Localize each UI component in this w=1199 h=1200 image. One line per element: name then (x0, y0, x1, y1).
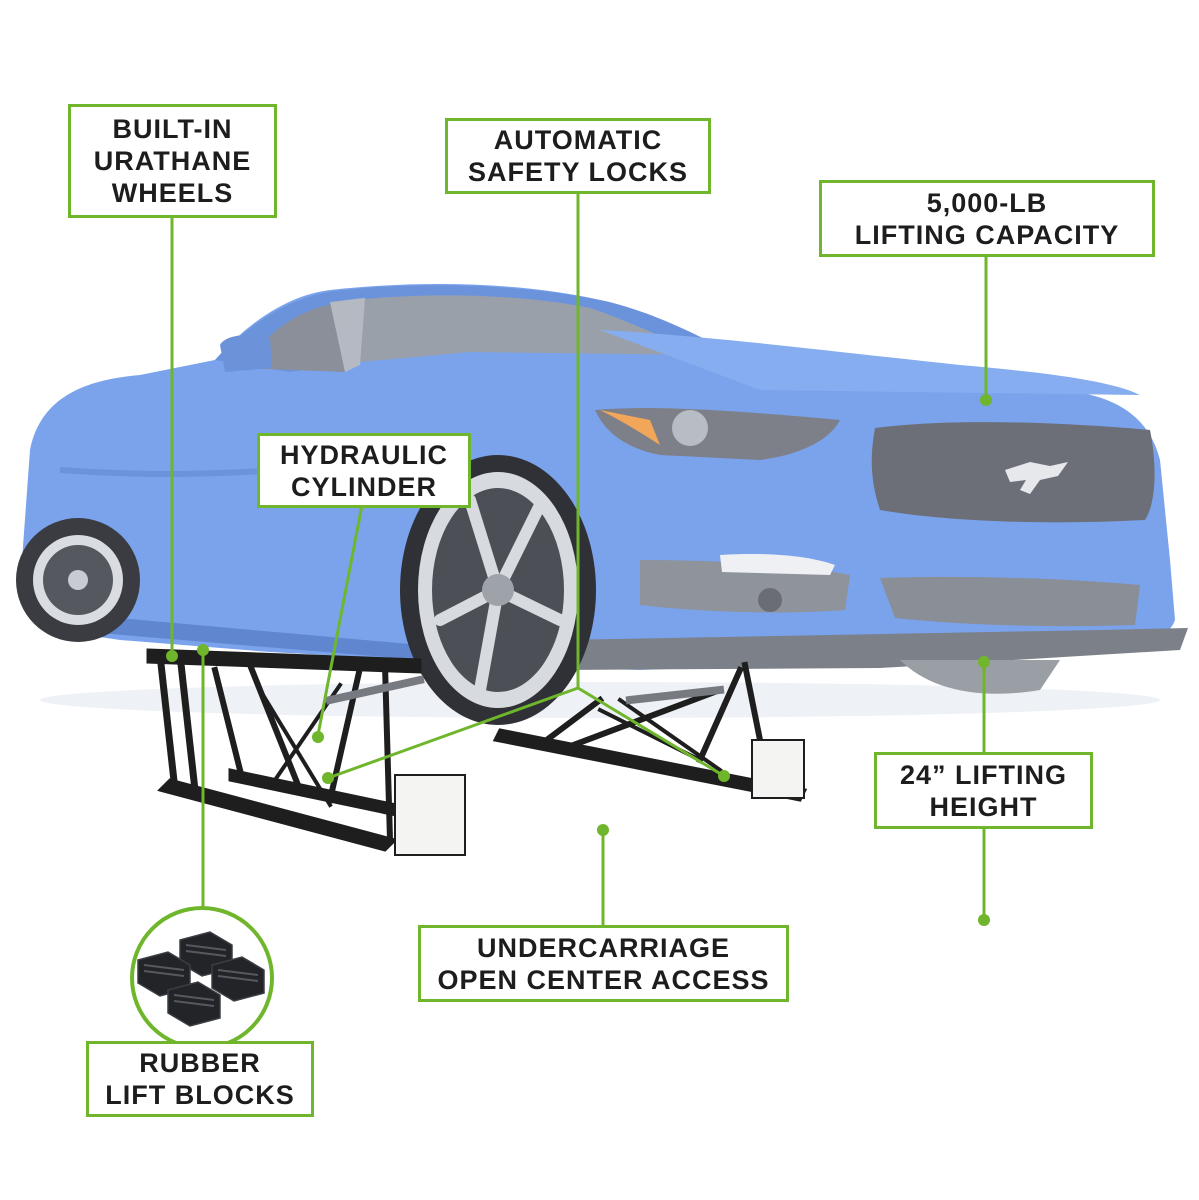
callout-line: CYLINDER (290, 471, 437, 502)
callout-line: 24” LIFTING (899, 759, 1067, 790)
callout-automatic-safety-locks: AUTOMATIC SAFETY LOCKS (445, 118, 711, 194)
callout-line: RUBBER (139, 1048, 261, 1078)
callout-rubber-lift-blocks: RUBBER LIFT BLOCKS (86, 1041, 314, 1117)
callout-line: URATHANE (93, 146, 252, 176)
callout-line: 5,000-LB (926, 187, 1048, 218)
callout-line: OPEN CENTER ACCESS (437, 964, 770, 995)
callout-line: SAFETY LOCKS (467, 157, 689, 187)
front-wheel (400, 455, 596, 725)
callout-hydraulic-cylinder: HYDRAULIC CYLINDER (257, 433, 471, 508)
callout-line: HYDRAULIC (280, 439, 448, 470)
callout-line: LIFT BLOCKS (105, 1080, 295, 1110)
callout-line: UNDERCARRIAGE (476, 932, 730, 963)
callout-line: HEIGHT (929, 791, 1038, 822)
rear-wheel (16, 518, 140, 642)
callout-line: LIFTING CAPACITY (854, 219, 1120, 250)
callout-lifting-capacity: 5,000-LB LIFTING CAPACITY (819, 180, 1155, 257)
callout-line: AUTOMATIC (493, 125, 663, 155)
car-illustration (16, 284, 1188, 725)
callout-undercarriage-access: UNDERCARRIAGE OPEN CENTER ACCESS (418, 925, 789, 1002)
callout-line: BUILT-IN (112, 114, 233, 144)
quickjack-lift-frame (146, 648, 808, 856)
mustang-emblem-icon (1005, 462, 1068, 494)
callout-dots (166, 394, 992, 926)
callout-leader-lines (170, 194, 988, 925)
callout-line: WHEELS (111, 178, 234, 208)
callout-lifting-height: 24” LIFTING HEIGHT (874, 752, 1093, 829)
rubber-lift-blocks-icon (130, 906, 274, 1050)
callout-built-in-wheels: BUILT-IN URATHANE WHEELS (68, 104, 277, 218)
